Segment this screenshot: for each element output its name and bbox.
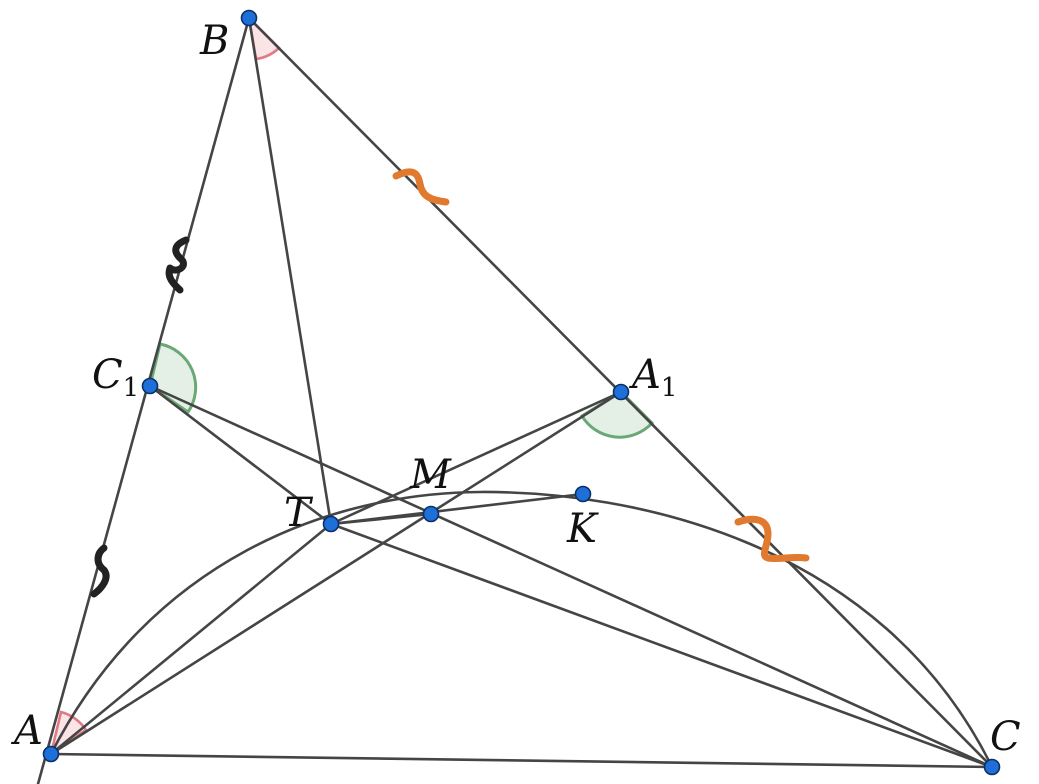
- label-C: C: [990, 714, 1021, 760]
- point-C1: [141, 377, 159, 395]
- segment-AB: [36, 16, 251, 784]
- arc-AC: [49, 490, 994, 768]
- point-A: [42, 745, 60, 763]
- label-B: B: [199, 18, 229, 64]
- point-C: [983, 758, 1001, 776]
- point-A1: [612, 383, 630, 401]
- segment-C1C: [148, 384, 994, 769]
- label-C1-sub: 1: [123, 373, 140, 403]
- label-C1: C1: [92, 352, 139, 403]
- point-B: [240, 9, 258, 27]
- tick-mark-C1A: [90, 544, 110, 598]
- label-M: M: [409, 452, 452, 498]
- segment-TC: [329, 522, 994, 769]
- segment-AT: [49, 522, 333, 756]
- label-A1-sub: 1: [661, 373, 678, 403]
- label-A1: A1: [628, 352, 677, 403]
- label-T: T: [284, 490, 314, 536]
- segment-AA1: [49, 390, 623, 756]
- segment-C1T: [148, 384, 333, 526]
- point-K: [574, 485, 592, 503]
- tick-mark-A1C: [734, 515, 810, 563]
- angle-marker-A: [48, 710, 88, 757]
- segment-BT: [247, 16, 333, 526]
- label-K: K: [566, 506, 599, 552]
- segment-TK: [329, 492, 585, 526]
- point-T: [322, 515, 340, 533]
- point-M: [422, 505, 440, 523]
- tick-mark-BC1: [165, 236, 190, 294]
- segment-AC: [49, 752, 994, 769]
- tick-mark-BA1: [392, 168, 450, 206]
- label-A: A: [10, 708, 43, 754]
- label-C1-base: C: [92, 352, 123, 398]
- angle-marker-A1: [579, 390, 655, 439]
- label-A1-base: A: [628, 352, 661, 398]
